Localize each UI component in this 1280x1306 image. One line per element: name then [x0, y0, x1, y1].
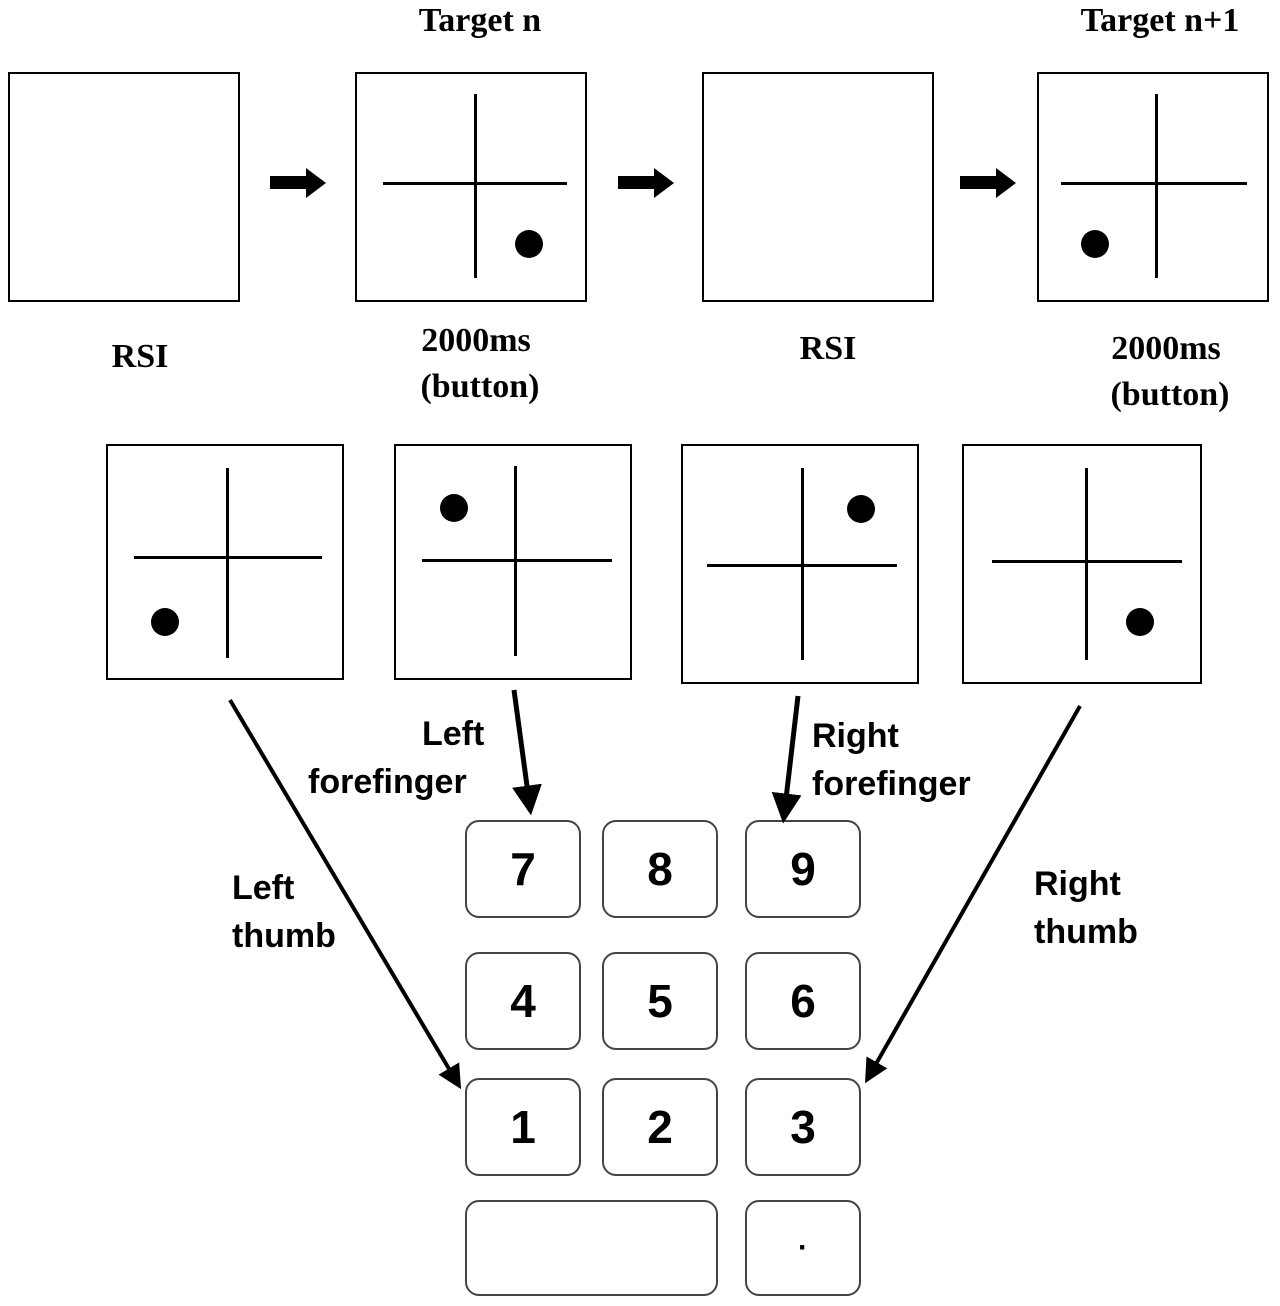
key-1[interactable]: 1: [465, 1078, 581, 1176]
sequence-arrow-3: [960, 168, 1016, 198]
rsi-frame-1: [8, 72, 240, 302]
key-2[interactable]: 2: [602, 1078, 718, 1176]
target-dot: [847, 495, 875, 523]
left-thumb-label-line2: thumb: [232, 917, 336, 955]
label-target-n: Target n: [418, 2, 542, 39]
target-n-frame: [355, 72, 587, 302]
label-button-1: (button): [420, 368, 540, 405]
label-target-n-plus-1: Target n+1: [1080, 2, 1240, 39]
cross-vertical: [514, 466, 517, 656]
key-3[interactable]: 3: [745, 1078, 861, 1176]
label-rsi-1: RSI: [111, 338, 169, 375]
key-6[interactable]: 6: [745, 952, 861, 1050]
sequence-arrow-1: [270, 168, 326, 198]
target-n-plus-1-frame: [1037, 72, 1269, 302]
label-duration-2: 2000ms: [1111, 330, 1221, 367]
key-9[interactable]: 9: [745, 820, 861, 918]
arrow-left-forefinger: [511, 689, 542, 816]
cross-vertical: [1155, 94, 1158, 278]
cross-vertical: [226, 468, 229, 658]
arrow-left-thumb: [228, 698, 462, 1090]
arrow-right-thumb: [865, 705, 1082, 1084]
key-decimal[interactable]: ·: [745, 1200, 861, 1296]
right-thumb-label-line2: thumb: [1034, 913, 1138, 951]
right-thumb-label-line1: Right: [1034, 865, 1121, 903]
cross-horizontal: [422, 559, 612, 562]
key-5[interactable]: 5: [602, 952, 718, 1050]
key-4[interactable]: 4: [465, 952, 581, 1050]
position-bottom-left-frame: [106, 444, 344, 680]
right-forefinger-label-line2: forefinger: [812, 765, 971, 803]
right-forefinger-label-line1: Right: [812, 717, 899, 755]
left-forefinger-label-line2: forefinger: [308, 763, 467, 801]
label-button-2: (button): [1110, 376, 1230, 413]
target-dot: [440, 494, 468, 522]
sequence-arrow-2: [618, 168, 674, 198]
position-bottom-right-frame: [962, 444, 1202, 684]
cross-vertical: [1085, 468, 1088, 660]
rsi-frame-2: [702, 72, 934, 302]
left-thumb-label-line1: Left: [232, 869, 295, 907]
label-rsi-2: RSI: [799, 330, 857, 367]
arrow-right-forefinger: [771, 695, 802, 824]
position-top-left-frame: [394, 444, 632, 680]
key-0-wide[interactable]: [465, 1200, 718, 1296]
cross-vertical: [801, 468, 804, 660]
key-7[interactable]: 7: [465, 820, 581, 918]
target-dot: [1081, 230, 1109, 258]
left-forefinger-label-line1: Left: [422, 715, 485, 753]
target-dot: [1126, 608, 1154, 636]
cross-horizontal: [1061, 182, 1247, 185]
position-top-right-frame: [681, 444, 919, 684]
target-dot: [515, 230, 543, 258]
cross-vertical: [474, 94, 477, 278]
label-duration-1: 2000ms: [421, 322, 531, 359]
key-8[interactable]: 8: [602, 820, 718, 918]
target-dot: [151, 608, 179, 636]
